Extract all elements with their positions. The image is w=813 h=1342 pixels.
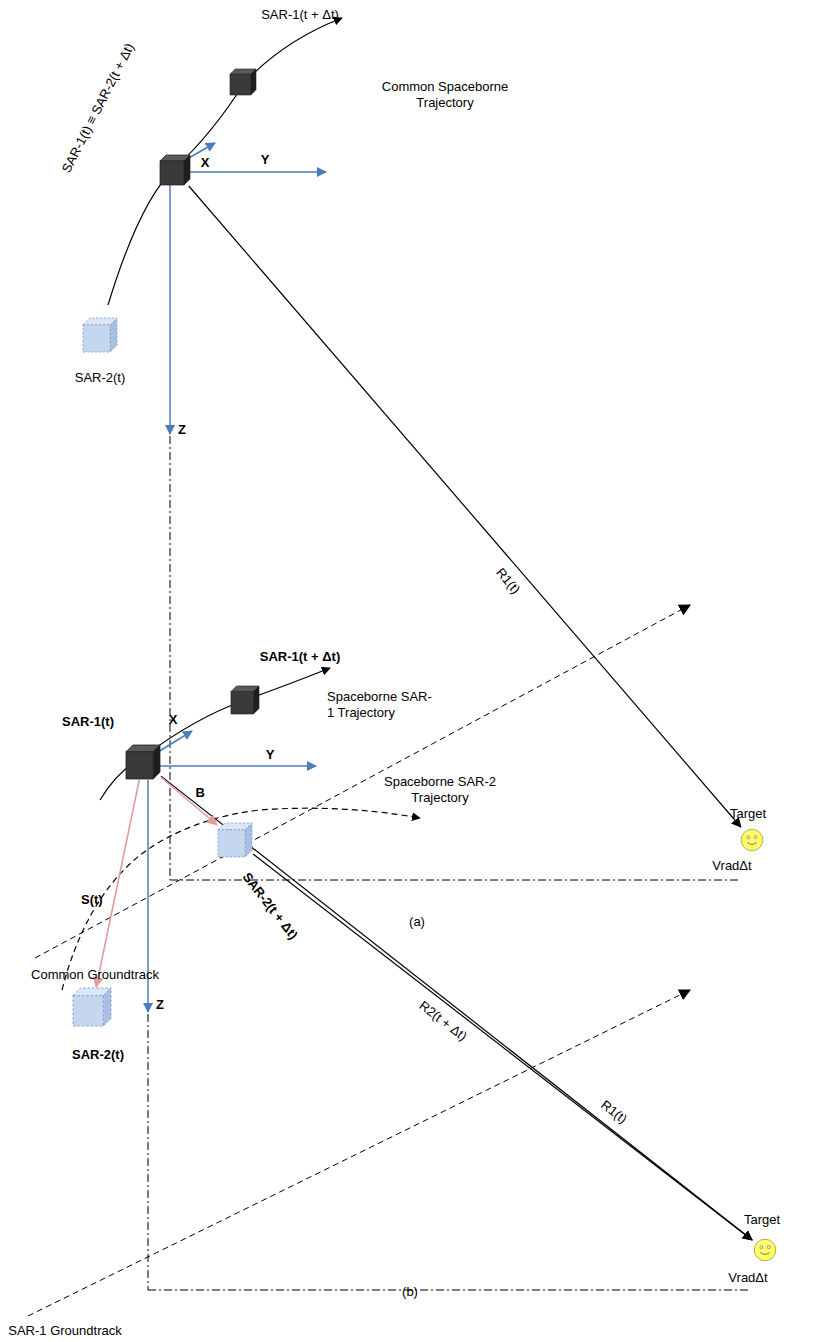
vector-label: B — [196, 786, 205, 802]
satellite-cube — [126, 745, 160, 779]
range-vector — [253, 854, 752, 1240]
node-label: SAR-2(t) — [72, 1047, 124, 1063]
satellite-cube — [230, 69, 256, 95]
node-label: Target — [744, 1212, 780, 1228]
node-label: Target — [730, 806, 766, 822]
annotation-label: X — [169, 712, 178, 728]
cube-front — [83, 325, 110, 352]
annotation-label: Z — [156, 997, 164, 1013]
annotation-label: (a) — [409, 914, 425, 930]
satellite-node: SAR-1(t + Δt) — [231, 686, 259, 714]
smiley-mouth — [747, 842, 757, 844]
cross-track-line — [148, 1290, 750, 1291]
cube-front — [231, 692, 253, 714]
annotation-label: Z — [178, 422, 186, 438]
annotation-label: Y — [261, 152, 270, 168]
range-vector — [161, 776, 752, 1240]
satellite-cube — [83, 318, 117, 352]
nadir-line — [148, 1014, 149, 1290]
vector-label: R2(t + Δt) — [416, 998, 470, 1045]
target-node: Target — [740, 828, 764, 852]
sar2-trajectory-arc — [62, 808, 420, 990]
cube-front — [230, 74, 251, 95]
satellite-cube — [218, 823, 252, 857]
annotation-label: Y — [266, 747, 275, 763]
satellite-node: SAR-2(t + Δt) — [218, 823, 252, 857]
annotation-label: Common Groundtrack — [31, 967, 159, 983]
cube-side — [153, 745, 160, 779]
smiley-eye — [747, 836, 750, 839]
target-smiley — [740, 828, 764, 852]
y-axis — [185, 171, 326, 173]
y-axis — [160, 765, 316, 767]
baseline-vector — [96, 780, 139, 987]
node-label: SAR-2(t) — [75, 370, 126, 386]
satellite-node: SAR-1(t) — [126, 745, 160, 779]
node-label: SAR-1(t) ≡ SAR-2(t + Δt) — [59, 41, 138, 176]
cube-side — [103, 988, 111, 1026]
cube-front — [218, 830, 245, 857]
z-axis — [169, 180, 171, 434]
cube-side — [110, 318, 117, 352]
annotation-label: VradΔt — [712, 858, 751, 874]
cube-side — [251, 69, 256, 95]
target-node: Target — [753, 1238, 777, 1262]
cube-front — [73, 996, 103, 1026]
annotation-label: Common Spaceborne Trajectory — [375, 79, 515, 110]
sar1-trajectory-arc — [100, 668, 330, 800]
node-label: SAR-1(t + Δt) — [261, 7, 339, 23]
satellite-cube — [231, 686, 259, 714]
satellite-node: SAR-2(t) — [83, 318, 117, 352]
annotation-label: VradΔt — [728, 1270, 767, 1286]
satellite-node: SAR-1(t + Δt) — [230, 69, 256, 95]
satellite-cube — [160, 155, 190, 185]
smiley-face — [741, 829, 763, 851]
annotation-label: (b) — [402, 1284, 418, 1300]
groundtrack-line — [28, 990, 690, 1316]
vector-label: S(t) — [81, 892, 103, 908]
node-label: SAR-1(t + Δt) — [260, 649, 340, 665]
smiley-face — [754, 1239, 776, 1261]
cube-side — [245, 823, 252, 857]
smiley-eye — [760, 1246, 763, 1249]
satellite-cube — [73, 988, 111, 1026]
smiley-eye — [754, 836, 757, 839]
smiley-eye — [767, 1246, 770, 1249]
satellite-node: SAR-2(t) — [73, 988, 111, 1026]
trajectory-arc — [108, 18, 342, 305]
annotation-label: Spaceborne SAR-1 Trajectory — [327, 689, 437, 720]
baseline-vector — [161, 777, 217, 824]
annotation-label: X — [201, 155, 210, 171]
target-smiley — [753, 1238, 777, 1262]
smiley-mouth — [760, 1252, 770, 1254]
nadir-line — [170, 436, 171, 880]
cube-front — [160, 161, 184, 185]
satellite-node: SAR-1(t) ≡ SAR-2(t + Δt) — [160, 155, 190, 185]
cube-side — [184, 155, 190, 185]
range-vector — [189, 186, 741, 827]
x-axis — [158, 731, 192, 752]
cube-front — [126, 752, 153, 779]
annotation-label: Spaceborne SAR-2 Trajectory — [380, 774, 500, 805]
node-label: SAR-1(t) — [62, 714, 114, 730]
groundtrack-line — [35, 605, 690, 958]
annotation-label: SAR-1 Groundtrack — [8, 1323, 121, 1339]
cube-side — [253, 686, 259, 714]
